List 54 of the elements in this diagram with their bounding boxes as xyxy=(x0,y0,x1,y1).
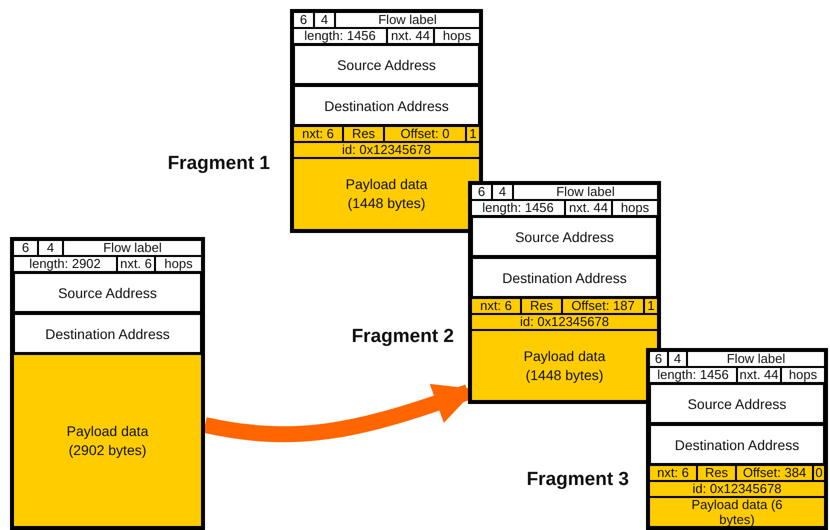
header-field: id: 0x12345678 xyxy=(293,142,480,158)
header-field: id: 0x12345678 xyxy=(471,314,658,330)
header-field: hops xyxy=(434,28,480,44)
packet-frame xyxy=(10,237,205,530)
header-field: Res xyxy=(521,298,562,314)
header-field: Flow label xyxy=(335,12,480,28)
header-field: Destination Address xyxy=(293,85,480,126)
header-field: nxt. 44 xyxy=(565,200,612,216)
header-field: nxt. 44 xyxy=(737,367,781,383)
header-field: 1 xyxy=(466,126,480,142)
header-field: 0 xyxy=(813,465,825,481)
header-field: length: 1456 xyxy=(649,367,737,383)
header-field: nxt: 6 xyxy=(649,465,697,481)
header-field: Res xyxy=(343,126,384,142)
header-field: Flow label xyxy=(63,240,202,256)
payload-field: Payload data (1448 bytes) xyxy=(293,158,480,230)
header-field: Source Address xyxy=(13,272,202,313)
header-field: Source Address xyxy=(649,383,825,424)
header-field: Flow label xyxy=(687,351,825,367)
header-field: Offset: 187 xyxy=(562,298,644,314)
header-field: 4 xyxy=(38,240,63,256)
header-field: length: 1456 xyxy=(293,28,387,44)
header-field: length: 2902 xyxy=(13,256,117,272)
header-field: 4 xyxy=(314,12,335,28)
header-field: hops xyxy=(781,367,825,383)
header-field: 6 xyxy=(471,184,492,200)
header-field: 1 xyxy=(644,298,658,314)
header-field: nxt: 6 xyxy=(293,126,343,142)
header-field: 6 xyxy=(649,351,668,367)
header-field: 6 xyxy=(13,240,38,256)
fragment-label: Fragment 1 xyxy=(168,153,270,175)
header-field: Source Address xyxy=(471,216,658,257)
header-field: hops xyxy=(155,256,202,272)
payload-field: Payload data (6 bytes) xyxy=(649,497,825,527)
header-field: Offset: 0 xyxy=(384,126,466,142)
header-field: Destination Address xyxy=(13,313,202,354)
header-field: Source Address xyxy=(293,44,480,85)
header-field: 6 xyxy=(293,12,314,28)
header-field: 4 xyxy=(668,351,687,367)
header-field: Offset: 384 xyxy=(736,465,813,481)
header-field: Flow label xyxy=(513,184,658,200)
header-field: Destination Address xyxy=(649,424,825,465)
header-field: nxt: 6 xyxy=(471,298,521,314)
header-field: Res xyxy=(697,465,736,481)
header-field: id: 0x12345678 xyxy=(649,481,825,497)
header-field: 4 xyxy=(492,184,513,200)
header-field: nxt. 44 xyxy=(387,28,434,44)
header-field: Destination Address xyxy=(471,257,658,298)
payload-field: Payload data (2902 bytes) xyxy=(13,354,202,527)
header-field: nxt. 6 xyxy=(117,256,155,272)
fragment-label: Fragment 3 xyxy=(526,469,629,491)
header-field: length: 1456 xyxy=(471,200,565,216)
fragment-label: Fragment 2 xyxy=(352,326,454,348)
header-field: hops xyxy=(612,200,658,216)
